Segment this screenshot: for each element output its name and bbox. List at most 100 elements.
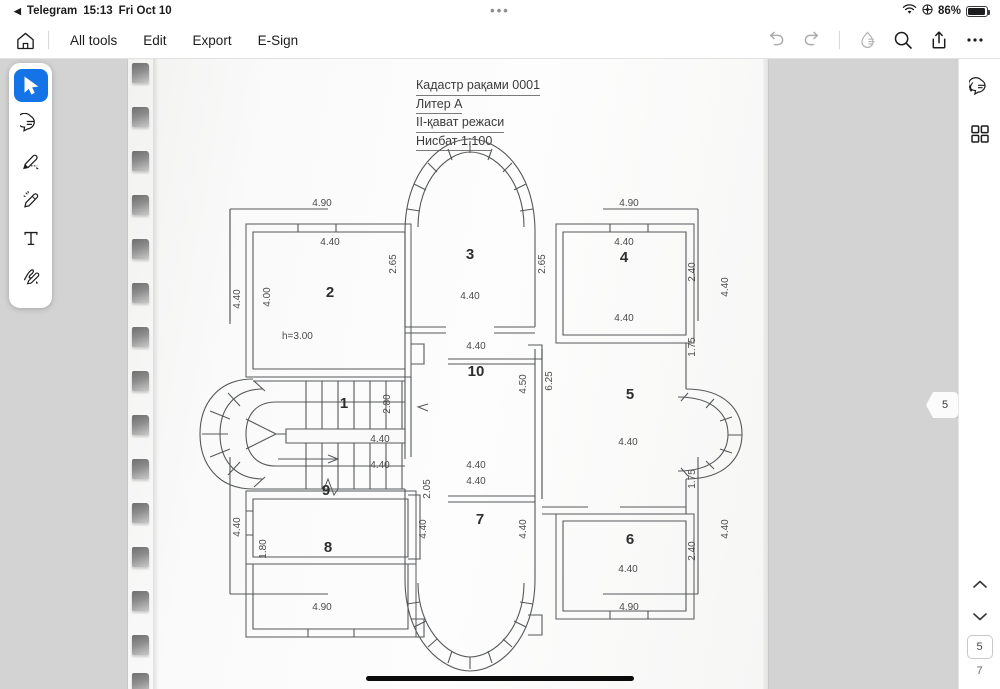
page-right-edge [763, 59, 768, 689]
room-label-4: 4 [620, 249, 629, 266]
wifi-icon [902, 4, 917, 18]
text-t-icon [23, 231, 38, 245]
dim-room10-bottom-a: 4.40 [466, 341, 486, 352]
draw-tool[interactable] [14, 183, 48, 216]
back-arrow-icon[interactable]: ◀ [14, 5, 21, 16]
dim-room2-top: 4.40 [320, 237, 340, 248]
dim-room2-left: 4.00 [262, 287, 273, 307]
dim-room4-bottom: 4.40 [614, 313, 634, 324]
back-app-name[interactable]: Telegram [26, 5, 78, 17]
dim-room3-bottom: 4.40 [460, 291, 480, 302]
dim-height-note: h=3.00 [282, 331, 313, 342]
comments-stack-icon[interactable] [963, 71, 997, 105]
select-tool[interactable] [13, 69, 48, 102]
share-icon[interactable] [922, 25, 956, 55]
location-icon [922, 4, 933, 18]
dim-outer-right-upper: 4.40 [720, 277, 731, 297]
redo-icon[interactable] [795, 25, 829, 55]
current-page-input[interactable]: 5 [966, 635, 993, 659]
pdf-page: Кадастр рақами 0001 Литер А II-қават реж… [128, 59, 768, 689]
liquid-mode-icon[interactable] [850, 25, 884, 55]
annotation-tool-palette [9, 63, 52, 308]
room-label-6: 6 [626, 531, 634, 548]
floor-plan-svg: 1 2 3 4 5 6 7 8 9 10 4.90 4.90 [199, 138, 743, 672]
dim-room6-right: 2.40 [687, 541, 698, 561]
dim-outer-right-lower: 4.40 [720, 519, 731, 539]
page-scrubber-tab[interactable]: 5 [926, 392, 958, 418]
dim-room5-left: 6.25 [544, 371, 555, 391]
floor-plan-drawing: 1 2 3 4 5 6 7 8 9 10 4.90 4.90 [158, 59, 768, 689]
dim-bottom-left-outer: 4.90 [312, 602, 332, 613]
dim-room7-left: 4.40 [418, 519, 429, 539]
dim-outer-left-lower: 4.40 [232, 517, 243, 537]
dim-stair-right: 2.80 [382, 394, 393, 414]
dim-room8-left: 1.80 [258, 539, 269, 559]
room-label-10: 10 [468, 363, 485, 380]
home-indicator[interactable] [366, 676, 634, 681]
dim-room5-notch-top: 1.75 [687, 337, 698, 357]
status-bar-right: 86% [902, 4, 990, 18]
dim-room3-left: 2.65 [388, 254, 399, 274]
room-label-3: 3 [466, 246, 474, 263]
battery-icon [966, 5, 990, 17]
tab-export[interactable]: Export [192, 32, 232, 48]
dim-room7-right: 4.40 [518, 519, 529, 539]
tab-e-sign[interactable]: E-Sign [257, 32, 299, 48]
dim-room3-right: 2.65 [537, 254, 548, 274]
battery-percent: 86% [937, 5, 961, 17]
comment-tool[interactable] [14, 107, 48, 140]
dim-stair-note-b: 4.40 [370, 460, 390, 471]
grid-thumbnails-icon[interactable] [963, 117, 997, 151]
dim-top-left-outer: 4.90 [312, 198, 332, 209]
title-line-4: Нисбат 1:100 [416, 133, 493, 151]
text-tool[interactable] [14, 221, 48, 254]
document-viewport[interactable]: Кадастр рақами 0001 Литер А II-қават реж… [0, 59, 958, 689]
dim-room10-bottom-c: 4.40 [466, 476, 486, 487]
dim-room10-right: 4.50 [518, 374, 529, 394]
room-label-8: 8 [324, 539, 332, 556]
cursor-icon [24, 76, 38, 95]
chevron-down-icon[interactable] [965, 603, 995, 629]
toolbar-right-group [759, 25, 992, 55]
home-icon[interactable] [10, 25, 40, 55]
tab-edit[interactable]: Edit [143, 32, 167, 48]
status-date: Fri Oct 10 [118, 5, 172, 17]
dim-room5-notch-bottom: 1.75 [687, 469, 698, 489]
dim-room10-bottom-b: 4.40 [466, 460, 486, 471]
dim-stair-note-a: 4.40 [370, 434, 390, 445]
status-time: 15:13 [83, 5, 113, 17]
status-bar: ◀ Telegram 15:13 Fri Oct 10 ••• 86% [0, 0, 1000, 22]
status-bar-left: ◀ Telegram 15:13 Fri Oct 10 [0, 5, 172, 17]
tab-all-tools[interactable]: All tools [70, 32, 118, 48]
highlighter-icon [23, 154, 39, 170]
dim-room4-right: 2.40 [687, 262, 698, 282]
chevron-up-icon[interactable] [965, 571, 995, 597]
more-options-icon[interactable] [958, 25, 992, 55]
toolbar-divider-2 [839, 31, 840, 49]
room-label-2: 2 [326, 284, 334, 301]
dim-room6-bottom: 4.40 [618, 564, 638, 575]
signature-tool[interactable] [14, 259, 48, 292]
dim-outer-left-upper: 4.40 [232, 289, 243, 309]
total-pages-label: 7 [976, 665, 983, 677]
highlight-tool[interactable] [14, 145, 48, 178]
signature-icon [23, 269, 40, 285]
room-label-5: 5 [626, 386, 634, 403]
title-line-1: Кадастр рақами 0001 [416, 77, 541, 96]
top-toolbar: All tools Edit Export E-Sign [0, 22, 1000, 59]
toolbar-left-group: All tools Edit Export E-Sign [0, 25, 311, 55]
undo-icon[interactable] [759, 25, 793, 55]
drawing-title-block: Кадастр рақами 0001 Литер А II-қават реж… [416, 77, 541, 151]
right-rail: 5 7 [958, 59, 1000, 689]
comment-bubble-icon [20, 113, 35, 132]
search-icon[interactable] [886, 25, 920, 55]
pencil-icon [23, 190, 39, 208]
room-label-1: 1 [340, 395, 348, 412]
room-label-9: 9 [322, 482, 330, 499]
dim-room5-bottom: 4.40 [618, 437, 638, 448]
dim-room9-right: 2.05 [422, 479, 433, 499]
room-label-7: 7 [476, 511, 484, 528]
spiral-binding [128, 59, 159, 689]
dim-room4-top: 4.40 [614, 237, 634, 248]
